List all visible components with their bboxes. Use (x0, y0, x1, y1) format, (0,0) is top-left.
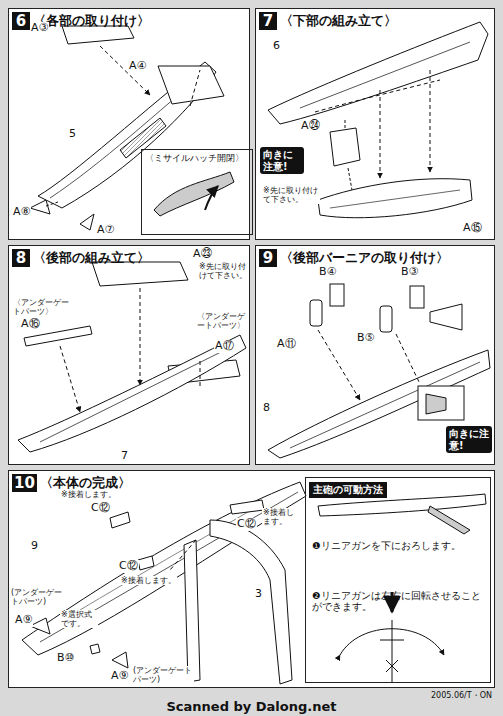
part-callout: B⑤ (356, 332, 375, 345)
note: 〈アンダーゲートパーツ〉 (196, 312, 248, 330)
step-panel: 7〈下部の組み立て〉向きに注意! (255, 8, 495, 240)
step-title: 〈後部の組み立て〉 (33, 250, 150, 266)
step-panel: 6〈各部の取り付け〉〈ミサイルハッチ開閉〉 (8, 8, 250, 240)
date-code: 2005.06/T・ON (430, 691, 493, 700)
part-callout: 7 (120, 450, 129, 463)
part-callout: B④ (318, 266, 337, 279)
panel-grounds (8, 8, 495, 688)
caution-text: 向きに注意! (449, 428, 489, 451)
part-callout: A㉓ (192, 248, 213, 261)
part-callout: A③ (30, 22, 49, 35)
step-number: 6 (12, 12, 30, 30)
part-callout: 9 (30, 540, 39, 553)
part-callout: 6 (272, 40, 281, 53)
instruction-text: ❷リニアガンは左右に回転させることができます。 (312, 590, 486, 613)
part-callout: A⑦ (96, 224, 115, 237)
instruction-text: ❶リニアガンを下におろします。 (312, 540, 486, 551)
note: 〈アンダーゲートパーツ〉 (12, 298, 74, 316)
part-callout: A㉔ (300, 120, 321, 133)
part-callout: A⑪ (276, 338, 297, 351)
step-title: 〈後部バーニアの取り付け〉 (280, 250, 449, 266)
step-number: 10 (12, 474, 37, 492)
step-title: 〈下部の組み立て〉 (280, 13, 397, 29)
part-callout: C⑫ (90, 502, 111, 515)
part-callout: 3 (254, 588, 263, 601)
note: (アンダーゲートパーツ) (10, 588, 66, 606)
part-callout: A⑧ (12, 206, 31, 219)
note: ※接着します。 (60, 490, 117, 499)
part-callout: 5 (68, 128, 77, 141)
box-heading: 主砲の可動方法 (309, 482, 387, 498)
part-callout: A④ (128, 60, 147, 73)
part-callout: C⑫ (236, 518, 257, 531)
caution-badge: 向きに注意! (260, 147, 304, 174)
part-callout: A⑰ (214, 340, 235, 353)
part-callout: C⑫ (118, 560, 139, 573)
part-callout: 8 (262, 402, 271, 415)
part-callout: A⑨ (110, 670, 129, 683)
step-title: 〈各部の取り付け〉 (33, 13, 150, 29)
note: ※接着します。 (262, 508, 302, 526)
note: ※選択式です。 (60, 610, 98, 628)
step-number: 8 (12, 249, 30, 267)
step-panel: 9〈後部バーニアの取り付け〉向きに注意! (255, 245, 495, 465)
caution-text: 向きに注意! (263, 149, 301, 172)
part-callout: A⑯ (20, 318, 41, 331)
caution-badge: 向きに注意! (446, 426, 492, 453)
drawings (18, 22, 490, 684)
part-callout: A⑨ (14, 614, 33, 627)
inset-box: 主砲の可動方法 ❶リニアガンを下におろします。 ❷リニアガンは左右に回転させることが… (305, 477, 491, 683)
note: (アンダーゲートパーツ) (132, 666, 194, 684)
step-title: 〈本体の完成〉 (40, 475, 131, 491)
note: ※接着します。 (120, 576, 177, 585)
part-callout: A⑮ (462, 222, 483, 235)
watermark: Scanned by Dalong.net (0, 700, 503, 715)
step-panel: 10〈本体の完成〉 主砲の可動方法 ❶リニアガンを下におろします。 ❷リニアガンは左右… (8, 470, 495, 688)
note: ※先に取り付けて下さい。 (262, 186, 320, 204)
part-callout: B⑩ (56, 652, 75, 665)
step-number: 9 (259, 249, 277, 267)
inset-box: 〈ミサイルハッチ開閉〉 (141, 149, 253, 235)
note: ※先に取り付けて下さい。 (198, 262, 248, 280)
part-callout: B③ (400, 266, 419, 279)
inset-title: 〈ミサイルハッチ開閉〉 (142, 150, 252, 167)
step-number: 7 (259, 12, 277, 30)
